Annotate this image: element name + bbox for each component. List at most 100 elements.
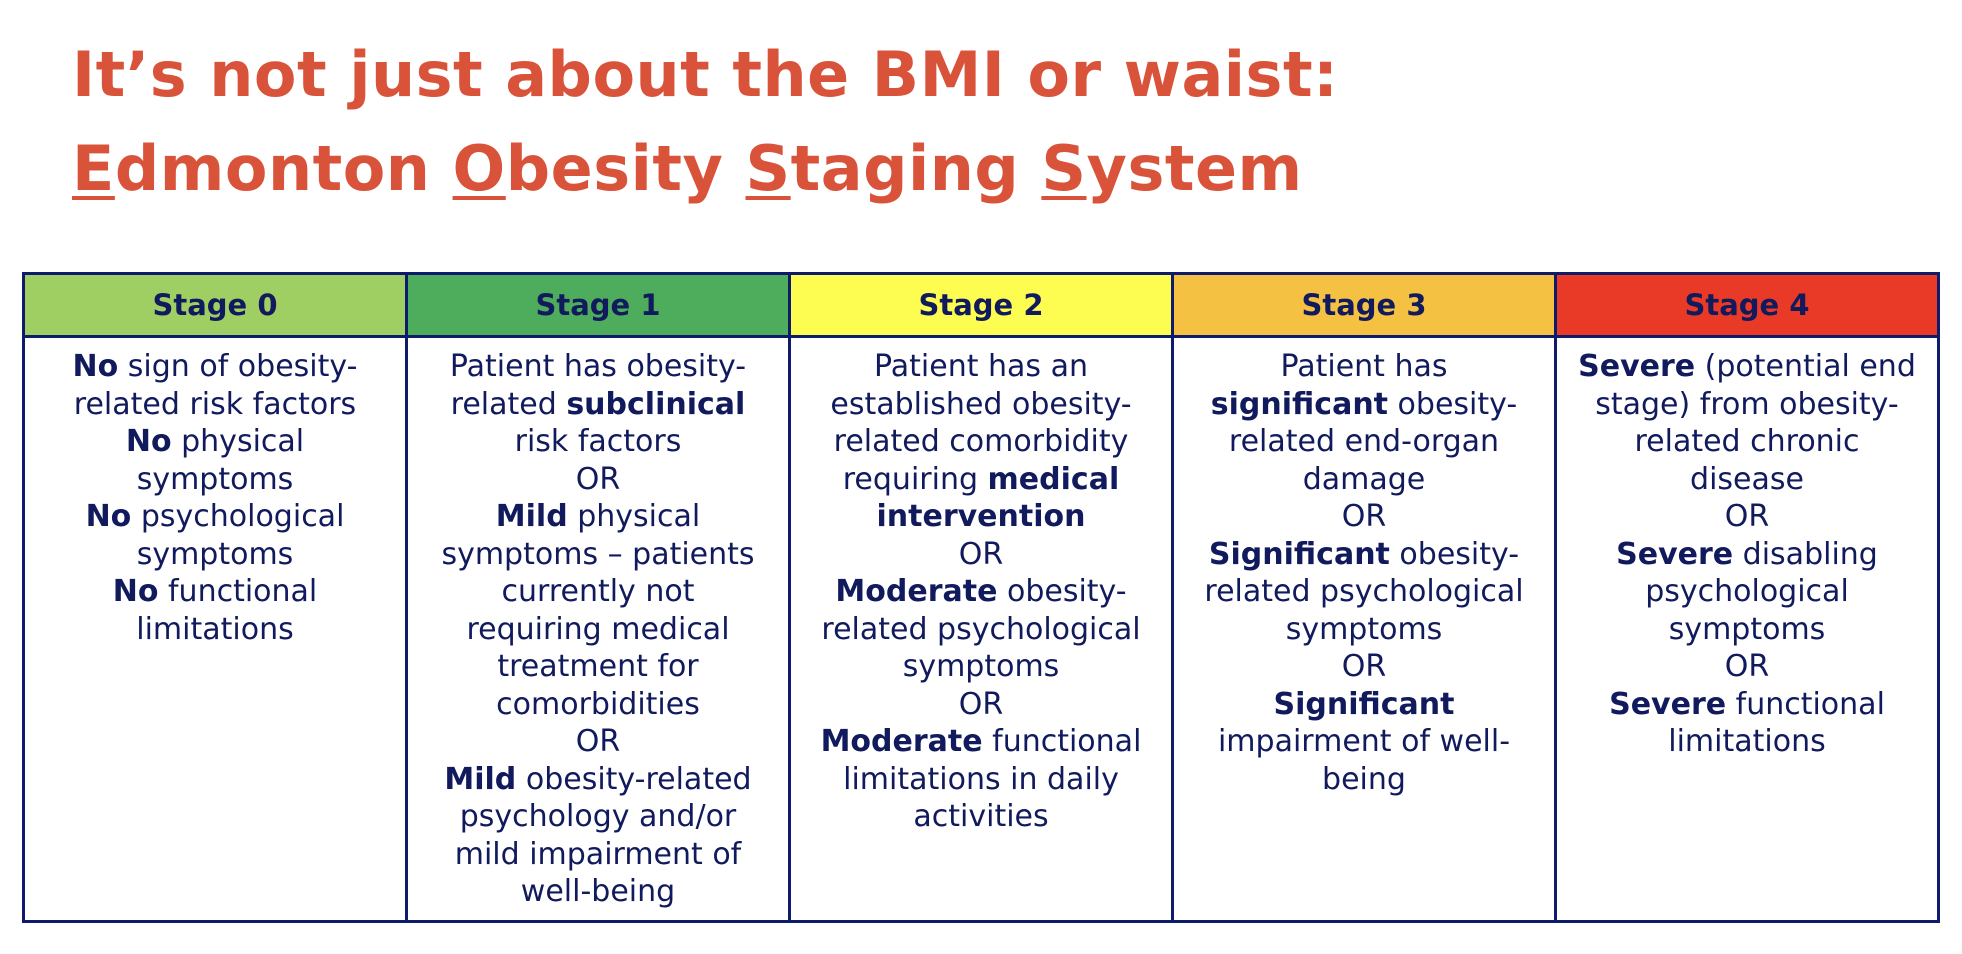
description-line: Severe functional (1565, 686, 1929, 724)
description-line: being (1182, 761, 1546, 799)
body-text: Patient has (1280, 349, 1448, 384)
body-text: Patient has obesity- (449, 349, 747, 384)
description-line: symptoms (1565, 611, 1929, 649)
body-text: OR (958, 536, 1004, 572)
description-line: Mild obesity-related (416, 761, 780, 799)
description-line: OR (1565, 648, 1929, 686)
emphasis-text: Severe (1609, 686, 1727, 722)
body-text: symptoms (902, 649, 1060, 684)
stage-header-3: Stage 3 (1171, 272, 1557, 338)
body-text: symptoms (136, 536, 294, 572)
description-line: OR (799, 536, 1163, 574)
body-text: established obesity- (830, 386, 1132, 422)
body-text: currently not (501, 574, 695, 609)
description-line: related risk factors (33, 386, 397, 424)
title-line-2: Edmonton Obesity Staging System (72, 122, 1338, 216)
description-line: requiring medical (416, 611, 780, 649)
description-line: damage (1182, 461, 1546, 499)
body-text: psychology and/or (459, 799, 737, 834)
description-line: intervention (799, 498, 1163, 536)
description-line: OR (416, 461, 780, 499)
body-text: requiring medical (466, 611, 730, 647)
body-text: limitations (136, 611, 294, 647)
body-text: activities (913, 799, 1049, 834)
title-text-segment: dmonton (114, 132, 453, 205)
body-text: functional (1726, 686, 1885, 722)
body-text: OR (958, 686, 1004, 722)
description-line: currently not (416, 573, 780, 611)
description-line: related psychological (1182, 573, 1546, 611)
stage-header-1: Stage 1 (405, 272, 791, 338)
body-text: disease (1690, 461, 1804, 497)
description-line: related comorbidity (799, 423, 1163, 461)
title-text-segment: taging (790, 132, 1042, 205)
body-text: physical (567, 499, 701, 534)
body-text: mild impairment of (454, 836, 742, 872)
body-text: obesity- (1388, 386, 1518, 422)
description-line: comorbidities (416, 686, 780, 724)
description-line: Moderate obesity- (799, 573, 1163, 611)
body-text: symptoms (1285, 611, 1443, 647)
description-line: Mild physical (416, 498, 780, 536)
description-line: significant obesity- (1182, 386, 1546, 424)
body-text: symptoms – patients (441, 536, 755, 572)
body-text: Patient has an (874, 349, 1088, 384)
body-text: (potential end (1695, 349, 1916, 384)
body-text: related psychological (1204, 574, 1524, 609)
title-underlined-initial: E (72, 132, 115, 205)
body-text: stage) from obesity- (1595, 386, 1899, 422)
description-line: OR (1182, 498, 1546, 536)
description-line: Moderate functional (799, 723, 1163, 761)
body-text: obesity-related (516, 761, 752, 797)
description-line: well-being (416, 873, 780, 911)
body-text: OR (1341, 649, 1387, 684)
title-underlined-initial: S (745, 132, 791, 205)
title-text-segment: ystem (1086, 132, 1303, 205)
description-line: limitations in daily (799, 761, 1163, 799)
body-text: OR (1724, 499, 1770, 534)
body-text: OR (575, 724, 621, 759)
title-text-segment: besity (505, 132, 746, 205)
body-text: comorbidities (496, 686, 700, 722)
description-line: stage) from obesity- (1565, 386, 1929, 424)
body-text: OR (1341, 499, 1387, 534)
description-line: related psychological (799, 611, 1163, 649)
description-line: psychology and/or (416, 798, 780, 836)
emphasis-text: Severe (1616, 536, 1734, 572)
body-text: symptoms (1668, 611, 1826, 647)
description-line: related end-organ (1182, 423, 1546, 461)
description-line: disease (1565, 461, 1929, 499)
emphasis-text: Moderate (820, 724, 983, 759)
description-line: impairment of well- (1182, 723, 1546, 761)
body-text: sign of obesity- (118, 349, 358, 384)
description-line: Patient has obesity- (416, 348, 780, 386)
body-text: disabling (1733, 536, 1878, 572)
stage-header-4: Stage 4 (1554, 272, 1940, 338)
description-line: related subclinical (416, 386, 780, 424)
body-text: functional (158, 574, 318, 609)
description-line: symptoms (799, 648, 1163, 686)
body-text: related psychological (821, 611, 1141, 647)
description-line: mild impairment of (416, 836, 780, 874)
emphasis-text: intervention (876, 499, 1086, 534)
description-line: risk factors (416, 423, 780, 461)
description-line: symptoms – patients (416, 536, 780, 574)
emphasis-text: No (112, 574, 159, 609)
description-line: No sign of obesity- (33, 348, 397, 386)
emphasis-text: Mild (444, 761, 517, 797)
description-line: No psychological (33, 498, 397, 536)
emphasis-text: significant (1210, 386, 1389, 422)
stage-header-0: Stage 0 (22, 272, 408, 338)
emphasis-text: Severe (1578, 349, 1696, 384)
description-line: No functional (33, 573, 397, 611)
description-line: symptoms (33, 461, 397, 499)
body-text: OR (1724, 649, 1770, 684)
emphasis-text: Mild (495, 499, 568, 534)
description-line: Patient has an (799, 348, 1163, 386)
body-text: requiring (842, 461, 988, 497)
